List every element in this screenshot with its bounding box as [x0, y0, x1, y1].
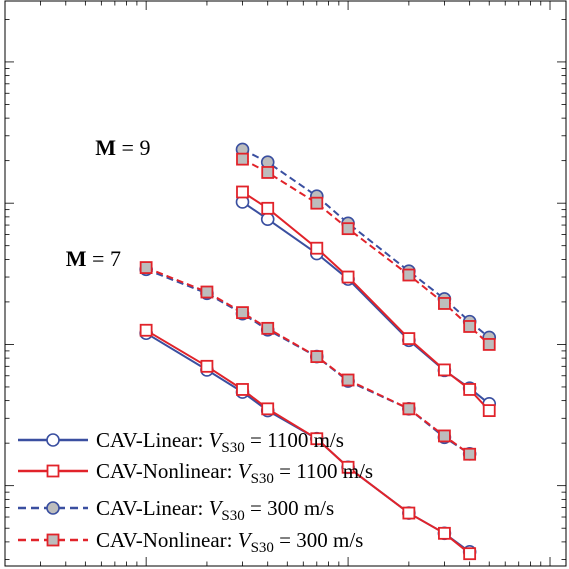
data-point [139, 261, 153, 274]
data-point [438, 429, 451, 443]
data-point [438, 363, 451, 377]
annotations: M = 9M = 7 [66, 135, 151, 271]
legend-label-var: V [238, 459, 253, 483]
magnitude-label-value: = 7 [87, 246, 121, 271]
magnitude-label-symbol: M [66, 246, 87, 271]
magnitude-label-symbol: M [95, 135, 116, 160]
legend-swatch-marker [46, 464, 60, 478]
data-point [463, 383, 477, 396]
legend-label-suffix: = 1100 m/s [245, 428, 344, 452]
data-point [310, 432, 324, 446]
plot-frame [4, 0, 567, 567]
data-point [341, 373, 355, 387]
data-point [463, 320, 477, 333]
legend-item-1: CAV-Nonlinear: VS30 = 1100 m/s [18, 459, 373, 487]
data-point [438, 297, 451, 310]
data-point [310, 196, 324, 210]
legend-label-suffix: = 1100 m/s [274, 459, 373, 483]
data-point [236, 383, 249, 396]
legend-swatch-marker [46, 433, 60, 447]
legend-label: CAV-Nonlinear: VS30 = 300 m/s [96, 528, 363, 556]
data-point [260, 212, 275, 227]
data-point [402, 402, 416, 416]
series-1-line-0 [241, 191, 490, 412]
data-point [463, 547, 477, 561]
legend-label-prefix: CAV-Linear: [96, 428, 209, 452]
series-0-line-0 [241, 201, 490, 405]
legend-label-prefix: CAV-Nonlinear: [96, 528, 238, 552]
data-point [200, 359, 214, 373]
data-point [341, 270, 355, 284]
legend-label: CAV-Nonlinear: VS30 = 1100 m/s [96, 459, 373, 487]
data-point [402, 332, 416, 345]
magnitude-label-1: M = 7 [66, 246, 121, 271]
legend-item-0: CAV-Linear: VS30 = 1100 m/s [18, 428, 344, 456]
data-point [236, 185, 249, 199]
legend-label-var: V [209, 496, 224, 520]
series-1 [139, 185, 496, 561]
legend-label-var: V [238, 528, 253, 552]
legend-label-sub: S30 [221, 440, 244, 456]
series-layer [139, 142, 497, 561]
legend-label-prefix: CAV-Nonlinear: [96, 459, 238, 483]
series-3-line-1 [145, 266, 471, 456]
data-point [341, 222, 355, 236]
legend-item-3: CAV-Nonlinear: VS30 = 300 m/s [18, 528, 363, 556]
axes [4, 0, 567, 567]
legend-swatch-marker [46, 533, 60, 547]
legend-label-suffix: = 300 m/s [274, 528, 363, 552]
legend-swatch-marker [46, 501, 60, 515]
legend: CAV-Linear: VS30 = 1100 m/sCAV-Nonlinear… [18, 428, 373, 556]
legend-item-2: CAV-Linear: VS30 = 300 m/s [18, 496, 334, 524]
data-point [261, 201, 275, 215]
data-point [139, 323, 153, 337]
magnitude-label-0: M = 9 [95, 135, 150, 160]
data-point [463, 447, 477, 461]
legend-label-sub: S30 [251, 471, 274, 487]
legend-label-suffix: = 300 m/s [245, 496, 334, 520]
data-point [482, 404, 496, 418]
legend-label-sub: S30 [221, 508, 244, 524]
legend-label-var: V [209, 428, 224, 452]
data-point [482, 338, 496, 351]
data-point [341, 460, 355, 474]
legend-label-prefix: CAV-Linear: [96, 496, 209, 520]
data-point [261, 321, 275, 335]
series-3 [139, 152, 496, 461]
data-point [261, 166, 275, 179]
magnitude-label-value: = 9 [116, 135, 150, 160]
legend-label-sub: S30 [251, 540, 274, 556]
data-point [402, 268, 416, 282]
data-point [438, 526, 451, 540]
data-point [310, 350, 324, 364]
axis-ticks [4, 1, 566, 566]
data-point [236, 152, 249, 166]
legend-label: CAV-Linear: VS30 = 300 m/s [96, 496, 334, 524]
data-point [261, 402, 275, 416]
data-point [200, 285, 214, 299]
data-point [236, 306, 249, 320]
legend-label: CAV-Linear: VS30 = 1100 m/s [96, 428, 344, 456]
data-point [402, 506, 416, 520]
series-3-line-0 [242, 158, 490, 346]
data-point [310, 241, 324, 255]
